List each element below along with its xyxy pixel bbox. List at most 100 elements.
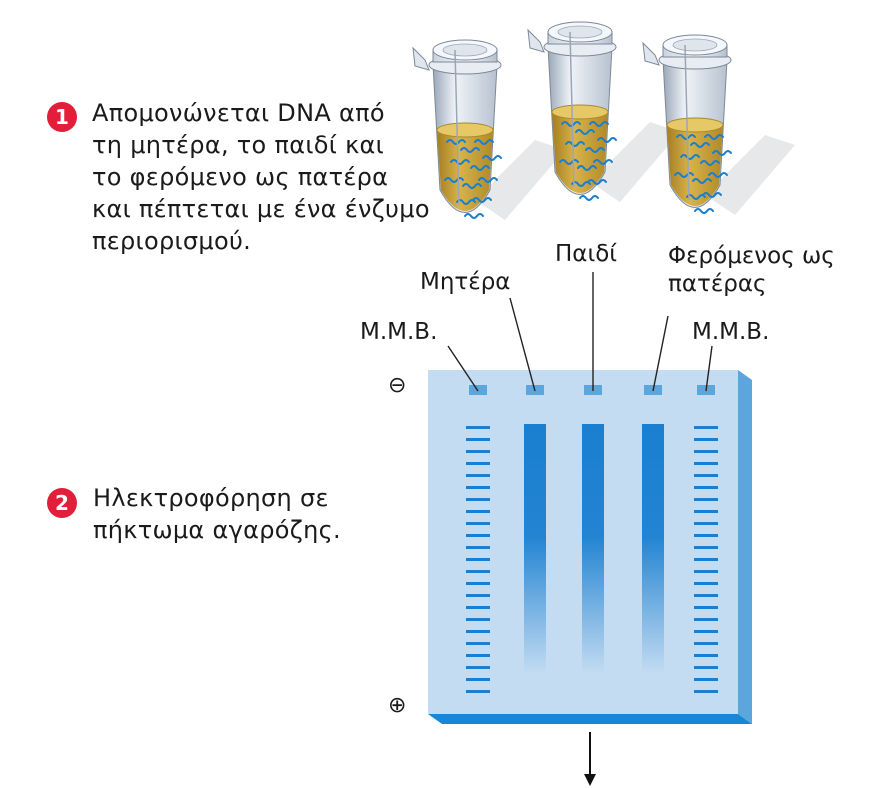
dna-fragment <box>702 192 722 198</box>
leader-alleged-father <box>652 315 669 392</box>
ladder-band <box>694 666 718 669</box>
ladder-band <box>466 654 490 657</box>
sample-tubes <box>412 21 795 220</box>
sample-smear-3 <box>642 424 664 674</box>
ladder-band <box>694 486 718 489</box>
ladder-band <box>694 678 718 681</box>
dna-fragment <box>585 147 605 153</box>
ladder-band <box>694 534 718 537</box>
dna-fragment <box>470 165 490 171</box>
leader-mother <box>509 297 536 392</box>
ladder-band <box>466 570 490 573</box>
ladder-band <box>694 438 718 441</box>
ladder-band <box>694 462 718 465</box>
ladder-band <box>466 618 490 621</box>
ladder-bands <box>466 426 718 693</box>
dna-fragment <box>478 177 498 183</box>
tube-liquid-surface <box>551 104 609 120</box>
dna-fragment <box>474 139 494 145</box>
ladder-band <box>694 630 718 633</box>
step-2-text: Ηλεκτροφόρηση σε πήκτωμα αγαρόζης. <box>93 484 341 544</box>
ladder-band <box>466 522 490 525</box>
dna-fragments <box>674 134 732 214</box>
ladder-band <box>694 558 718 561</box>
dna-fragment <box>676 134 696 140</box>
dna-fragment <box>597 137 617 143</box>
leader-mmv-right <box>705 345 713 392</box>
ladder-band <box>466 438 490 441</box>
tube-3 <box>642 34 795 215</box>
negative-electrode-icon: ⊖ <box>388 373 407 398</box>
tube-cap-inner <box>672 38 718 52</box>
tube-cap-inner <box>557 25 603 39</box>
ladder-band <box>466 498 490 501</box>
dna-fragment <box>559 159 579 165</box>
ladder-band <box>694 498 718 501</box>
dna-fragment <box>690 142 710 148</box>
dna-fragment <box>589 121 609 127</box>
gel-right-edge <box>738 370 752 724</box>
tube-shadow <box>705 135 795 215</box>
leader-lines <box>447 272 713 392</box>
gel-bottom-edge <box>428 714 752 724</box>
dna-fragment <box>446 139 466 145</box>
tube-liquid-surface <box>666 117 724 133</box>
tube-1 <box>412 39 565 220</box>
dna-fragments <box>444 139 502 219</box>
dna-fragment <box>708 172 728 178</box>
ladder-band <box>694 510 718 513</box>
tube-cap-inner <box>442 43 488 57</box>
ladder-band <box>694 618 718 621</box>
ladder-band <box>694 474 718 477</box>
ladder-band <box>466 606 490 609</box>
dna-fragment <box>579 195 599 201</box>
tube-inner-line <box>569 31 575 188</box>
ladder-band <box>466 594 490 597</box>
dna-fragment <box>450 159 470 165</box>
dna-fragment <box>674 172 694 178</box>
ladder-band <box>694 450 718 453</box>
tube-tab <box>642 41 660 66</box>
step-2-badge: 2 <box>47 488 77 518</box>
ladder-band <box>466 558 490 561</box>
ladder-band <box>694 654 718 657</box>
dna-fragment <box>444 177 464 183</box>
tube-2 <box>527 21 680 202</box>
dna-fragment <box>565 141 585 147</box>
ladder-band <box>694 522 718 525</box>
label-child: Παιδί <box>555 241 618 267</box>
ladder-band <box>466 642 490 645</box>
ladder-band <box>694 642 718 645</box>
ladder-band <box>466 426 490 429</box>
positive-electrode-icon: ⊕ <box>388 693 407 718</box>
label-alleged-father: Φερόμενος ως πατέρας <box>668 243 835 297</box>
sample-smear-1 <box>524 424 546 674</box>
dna-fragment <box>712 150 732 156</box>
ladder-band <box>466 510 490 513</box>
label-mmv-left: Μ.Μ.Β. <box>360 319 438 345</box>
tube-inner-line <box>454 49 460 206</box>
leader-mmv-left <box>447 345 479 392</box>
dna-fragments <box>559 121 617 201</box>
ladder-band <box>694 570 718 573</box>
dna-fragment <box>593 159 613 165</box>
sample-smear-2 <box>582 424 604 674</box>
ladder-band <box>466 534 490 537</box>
ladder-band <box>466 486 490 489</box>
dna-fragment <box>692 178 712 184</box>
step-1-text: Απομονώνεται DNA από τη μητέρα, το παιδί… <box>92 99 430 255</box>
ladder-band <box>466 546 490 549</box>
ladder-band <box>466 582 490 585</box>
ladder-band <box>466 474 490 477</box>
label-mmv-right: Μ.Μ.Β. <box>692 319 770 345</box>
ladder-band <box>694 594 718 597</box>
dna-fragment <box>482 155 502 161</box>
ladder-band <box>466 462 490 465</box>
step-1-badge: 1 <box>47 102 77 132</box>
tube-liquid-surface <box>436 122 494 138</box>
dna-fragment <box>575 129 595 135</box>
dna-fragment <box>680 154 700 160</box>
tube-shadow <box>590 122 680 202</box>
ladder-band <box>694 582 718 585</box>
